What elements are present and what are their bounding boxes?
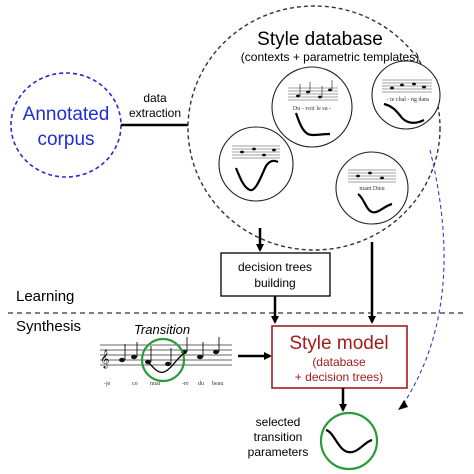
template-curve-2: [383, 102, 425, 124]
output-circle: [319, 411, 379, 471]
annotated-corpus-node: Annotated corpus: [10, 72, 122, 178]
music-score: Transition 𝄞 -je co nnai -re du beau: [100, 322, 232, 387]
svg-text:Du - voir le su -: Du - voir le su -: [293, 106, 331, 112]
synthesis-label: Synthesis: [16, 318, 81, 335]
style-database-subtitle: (contexts + parametric templates): [241, 50, 419, 64]
svg-text:-re: -re: [182, 381, 189, 387]
learning-label: Learning: [16, 288, 74, 305]
note-heads: [119, 349, 219, 367]
svg-text:nnai: nnai: [150, 381, 161, 387]
style-model-line3: + decision trees): [295, 370, 383, 384]
data-extraction-label-line2: extraction: [129, 106, 181, 120]
transition-curve: [147, 351, 187, 374]
template-curve-3: [234, 159, 279, 192]
style-model-title: Style model: [289, 333, 388, 354]
svg-text:co: co: [132, 381, 138, 387]
style-database-title: Style database: [257, 29, 383, 50]
template-circle-3: [218, 126, 294, 202]
staff-lines: [100, 344, 232, 366]
output-curve: [325, 428, 373, 454]
svg-text:mant Dieu: mant Dieu: [359, 186, 384, 192]
clef-icon: 𝄞: [100, 349, 109, 369]
template-curve-4: [357, 193, 393, 214]
template-circle-4: mant Dieu: [335, 151, 409, 225]
svg-text:beau: beau: [212, 381, 223, 387]
corpus-label-line1: Annotated: [23, 104, 110, 125]
selected-label-line3: parameters: [248, 445, 309, 459]
style-model-box: Style model (database + decision trees): [271, 325, 408, 389]
svg-text:du: du: [198, 381, 204, 387]
staff-icon: [288, 87, 338, 101]
transition-highlight-circle: [140, 337, 186, 383]
style-database-node: Style database (contexts + parametric te…: [187, 5, 441, 251]
decision-trees-box: decision trees building: [220, 252, 331, 297]
svg-text:- te chal - ng dans: - te chal - ng dans: [387, 97, 430, 103]
corpus-circle: [10, 72, 122, 178]
selected-label-line2: transition: [254, 430, 303, 444]
decision-trees-label-line2: building: [254, 276, 295, 290]
template-circle-1: Du - voir le su -: [271, 66, 353, 148]
decision-trees-label-line1: decision trees: [238, 260, 312, 274]
transition-label: Transition: [134, 322, 190, 337]
template-circle-2: - te chal - ng dans: [371, 60, 441, 130]
template-curve-1: [294, 112, 331, 137]
dashed-database-to-output-arrow: [401, 149, 445, 407]
data-extraction-label-line1: data: [143, 91, 167, 105]
svg-text:-je: -je: [104, 381, 111, 387]
selected-label-line1: selected: [256, 415, 301, 429]
selected-transition-output: selected transition parameters: [248, 411, 379, 471]
style-model-line2: (database: [312, 355, 366, 369]
corpus-label-line2: corpus: [37, 129, 94, 150]
